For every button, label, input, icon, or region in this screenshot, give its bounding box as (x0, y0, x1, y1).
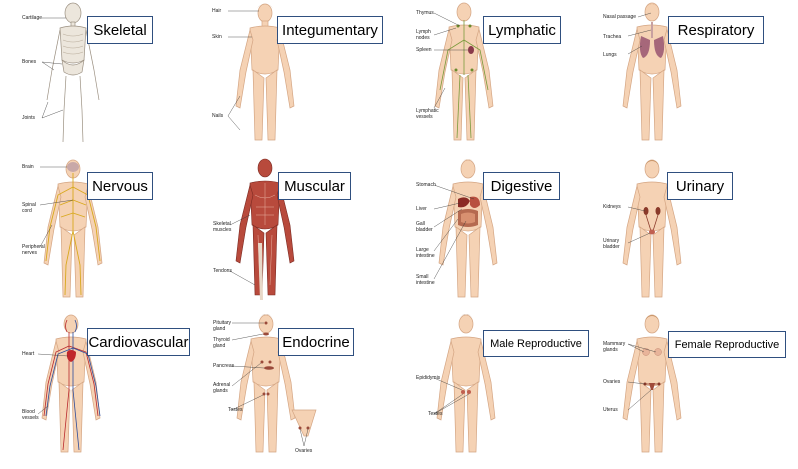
title-integumentary: Integumentary (277, 16, 383, 44)
skeleton-figure (41, 2, 100, 143)
title-urinary: Urinary (667, 172, 733, 200)
label-uterus: Uterus (603, 407, 618, 413)
label-nasal-passage: Nasal passage (603, 14, 637, 20)
label-tendons: Tendons (213, 268, 232, 274)
label-thyroid-gland: Thyroid gland (213, 337, 230, 349)
label-brain: Brain (22, 164, 34, 170)
title-respiratory: Respiratory (668, 16, 764, 44)
label-small-intestine: Small intestine (416, 274, 435, 286)
cardiovascular-figure (37, 314, 101, 453)
title-digestive: Digestive (483, 172, 560, 200)
endocrine-figure (231, 314, 317, 453)
muscular-figure (229, 158, 295, 300)
panel-muscular: Skeletal muscles Tendons Muscular (200, 155, 400, 310)
label-bones: Bones (22, 59, 37, 65)
label-mammary-glands: Mammary glands (603, 341, 626, 353)
label-stomach: Stomach (416, 182, 436, 188)
panel-respiratory: Nasal passage Trachea Lungs Respiratory (600, 0, 798, 155)
label-ovaries: Ovaries (295, 448, 313, 454)
label-large-intestine: Large intestine (416, 247, 435, 259)
urinary-figure (622, 159, 682, 298)
title-male-reproductive: Male Reproductive (483, 330, 589, 357)
panel-female-reproductive: Mammary glands Ovaries Uterus Female Rep… (600, 310, 798, 469)
label-blood-vessels: Blood vessels (22, 409, 39, 421)
label-spinal-cord: Spinal cord (22, 202, 36, 214)
label-trachea: Trachea (603, 34, 622, 40)
label-skeletal-muscles: Skeletal muscles (213, 221, 232, 233)
digestive-figure (433, 159, 498, 298)
label-spleen: Spleen (416, 47, 432, 53)
title-nervous: Nervous (87, 172, 153, 200)
label-pancreas: Pancreas (213, 363, 235, 369)
label-kidneys: Kidneys (603, 204, 621, 210)
respiratory-figure (622, 2, 682, 141)
panel-male-reproductive: Epididymis Testes Male Reproductive (400, 310, 600, 469)
label-skin: Skin (212, 34, 222, 40)
panel-integumentary: Hair Skin Nails Integumentary (200, 0, 400, 155)
panel-cardiovascular: Heart Blood vessels Cardiovascular (0, 310, 200, 469)
panel-digestive: Stomach Liver Gall bladder Large intesti… (400, 155, 600, 310)
label-lymphatic-vessels: Lymphatic vessels (416, 108, 439, 120)
panel-lymphatic: Thymus Lymph nodes Spleen Lymphatic vess… (400, 0, 600, 155)
male-reproductive-figure (433, 314, 496, 453)
panel-endocrine: Pituitary gland Thyroid gland Pancreas A… (200, 310, 400, 469)
label-ovaries-female: Ovaries (603, 379, 621, 385)
panel-skeletal: Cartilage Bones Joints Skeletal (0, 0, 200, 155)
panel-urinary: Kidneys Urinary bladder Urinary (600, 155, 798, 310)
skin-figure (227, 3, 295, 141)
label-hair: Hair (212, 8, 222, 14)
label-epididymis: Epididymis (416, 375, 441, 381)
nervous-figure (39, 159, 103, 298)
title-muscular: Muscular (278, 172, 351, 200)
label-nails: Nails (212, 113, 224, 119)
label-lungs: Lungs (603, 52, 617, 58)
title-skeletal: Skeletal (87, 16, 153, 44)
label-joints: Joints (22, 115, 36, 121)
title-lymphatic: Lymphatic (483, 16, 561, 44)
label-urinary-bladder: Urinary bladder (603, 238, 620, 250)
label-testes: Testes (228, 407, 243, 413)
title-female-reproductive: Female Reproductive (668, 331, 786, 358)
label-liver: Liver (416, 206, 427, 212)
panel-nervous: Brain Spinal cord Peripheral nerves Nerv… (0, 155, 200, 310)
label-lymph-nodes: Lymph nodes (416, 29, 431, 41)
label-adrenal-glands: Adrenal glands (213, 382, 231, 394)
title-endocrine: Endocrine (278, 328, 354, 356)
title-cardiovascular: Cardiovascular (87, 328, 190, 356)
label-cartilage: Cartilage (22, 15, 43, 21)
label-gall-bladder: Gall bladder (416, 221, 433, 233)
label-peripheral-nerves: Peripheral nerves (22, 244, 45, 256)
label-thymus: Thymus (416, 10, 434, 16)
label-heart: Heart (22, 351, 35, 357)
female-reproductive-figure (622, 314, 682, 453)
label-pituitary-gland: Pituitary gland (213, 320, 232, 332)
lymphatic-figure (433, 2, 494, 141)
label-testes-male: Testes (428, 411, 443, 417)
